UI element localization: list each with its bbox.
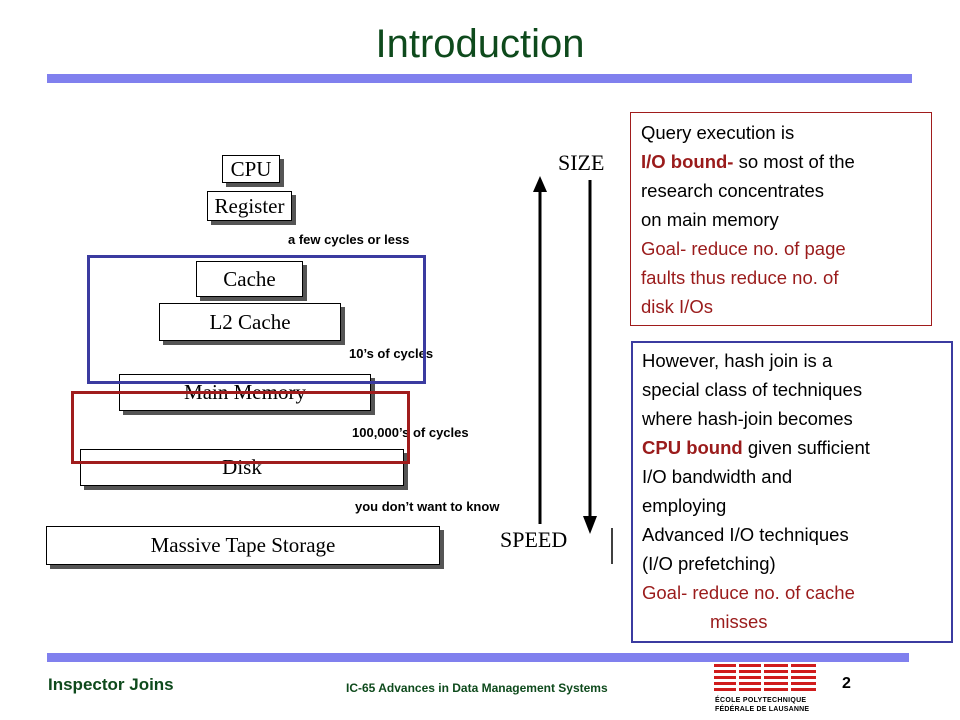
box2-line4: CPU bound given sufficient <box>642 433 870 462</box>
box1-line4: on main memory <box>641 209 779 230</box>
box2-line8: (I/O prefetching) <box>642 553 776 574</box>
box1-line5: Goal- reduce no. of page <box>641 238 846 259</box>
epfl-logo: ÉCOLE POLYTECHNIQUE FÉDÉRALE DE LAUSANNE <box>712 662 822 716</box>
io-bound-text-box <box>630 112 932 326</box>
note-hundred-thousand-cycles: 100,000’s of cycles <box>352 425 469 440</box>
speed-axis-label: SPEED <box>500 527 568 552</box>
size-speed-arrows <box>533 176 613 564</box>
level-disk: Disk <box>80 449 404 486</box>
box2-line9: Goal- reduce no. of cache <box>642 582 855 603</box>
footer-course: IC-65 Advances in Data Management System… <box>346 681 608 695</box>
level-cache: Cache <box>196 261 303 297</box>
memory-highlight-frame <box>71 391 410 464</box>
box2-line5: I/O bandwidth and <box>642 466 793 487</box>
level-l2-cache: L2 Cache <box>159 303 341 341</box>
box1-line6: faults thus reduce no. of <box>641 267 839 288</box>
note-few-cycles: a few cycles or less <box>288 232 410 247</box>
page-number: 2 <box>842 675 851 692</box>
level-massive-tape-storage: Massive Tape Storage <box>46 526 440 565</box>
box1-line3: research concentrates <box>641 180 825 201</box>
top-divider <box>47 74 912 83</box>
box1-line1: Query execution is <box>641 122 795 143</box>
cpu-bound-text-box <box>631 341 953 643</box>
level-cpu: CPU <box>222 155 280 183</box>
box2-line3: where hash-join becomes <box>642 408 853 429</box>
box2-line4-bold: CPU bound <box>642 437 743 458</box>
box2-line4-rest: given sufficient <box>742 437 870 458</box>
note-dont-want-to-know: you don’t want to know <box>355 499 500 514</box>
box2-line10: misses <box>710 611 768 632</box>
box1-line2-bold: I/O bound- <box>641 151 734 172</box>
epfl-logo-line1: ÉCOLE POLYTECHNIQUE <box>715 697 807 704</box>
level-register: Register <box>207 191 292 221</box>
box2-line6: employing <box>642 495 727 516</box>
cpu-bound-text: However, hash join is a special class of… <box>642 346 870 636</box>
epfl-logo-line2: FÉDÉRALE DE LAUSANNE <box>715 706 810 713</box>
size-up-arrow-head <box>533 176 547 192</box>
box1-line2: I/O bound- so most of the <box>641 147 855 176</box>
box2-line7: Advanced I/O techniques <box>642 524 849 545</box>
note-tens-cycles: 10’s of cycles <box>349 346 434 361</box>
size-axis-label: SIZE <box>558 150 605 175</box>
bottom-divider <box>47 653 909 662</box>
box2-line1: However, hash join is a <box>642 350 833 371</box>
box1-line7: disk I/Os <box>641 296 713 317</box>
speed-down-arrow-head <box>583 516 597 534</box>
epfl-logo-mark <box>714 662 816 694</box>
page-title: Introduction <box>375 22 585 66</box>
box1-line2-rest: so most of the <box>733 151 855 172</box>
io-bound-text: Query execution is I/O bound- so most of… <box>641 118 855 321</box>
cache-highlight-frame <box>87 255 426 384</box>
footer-title: Inspector Joins <box>48 675 174 694</box>
box2-line2: special class of techniques <box>642 379 863 400</box>
